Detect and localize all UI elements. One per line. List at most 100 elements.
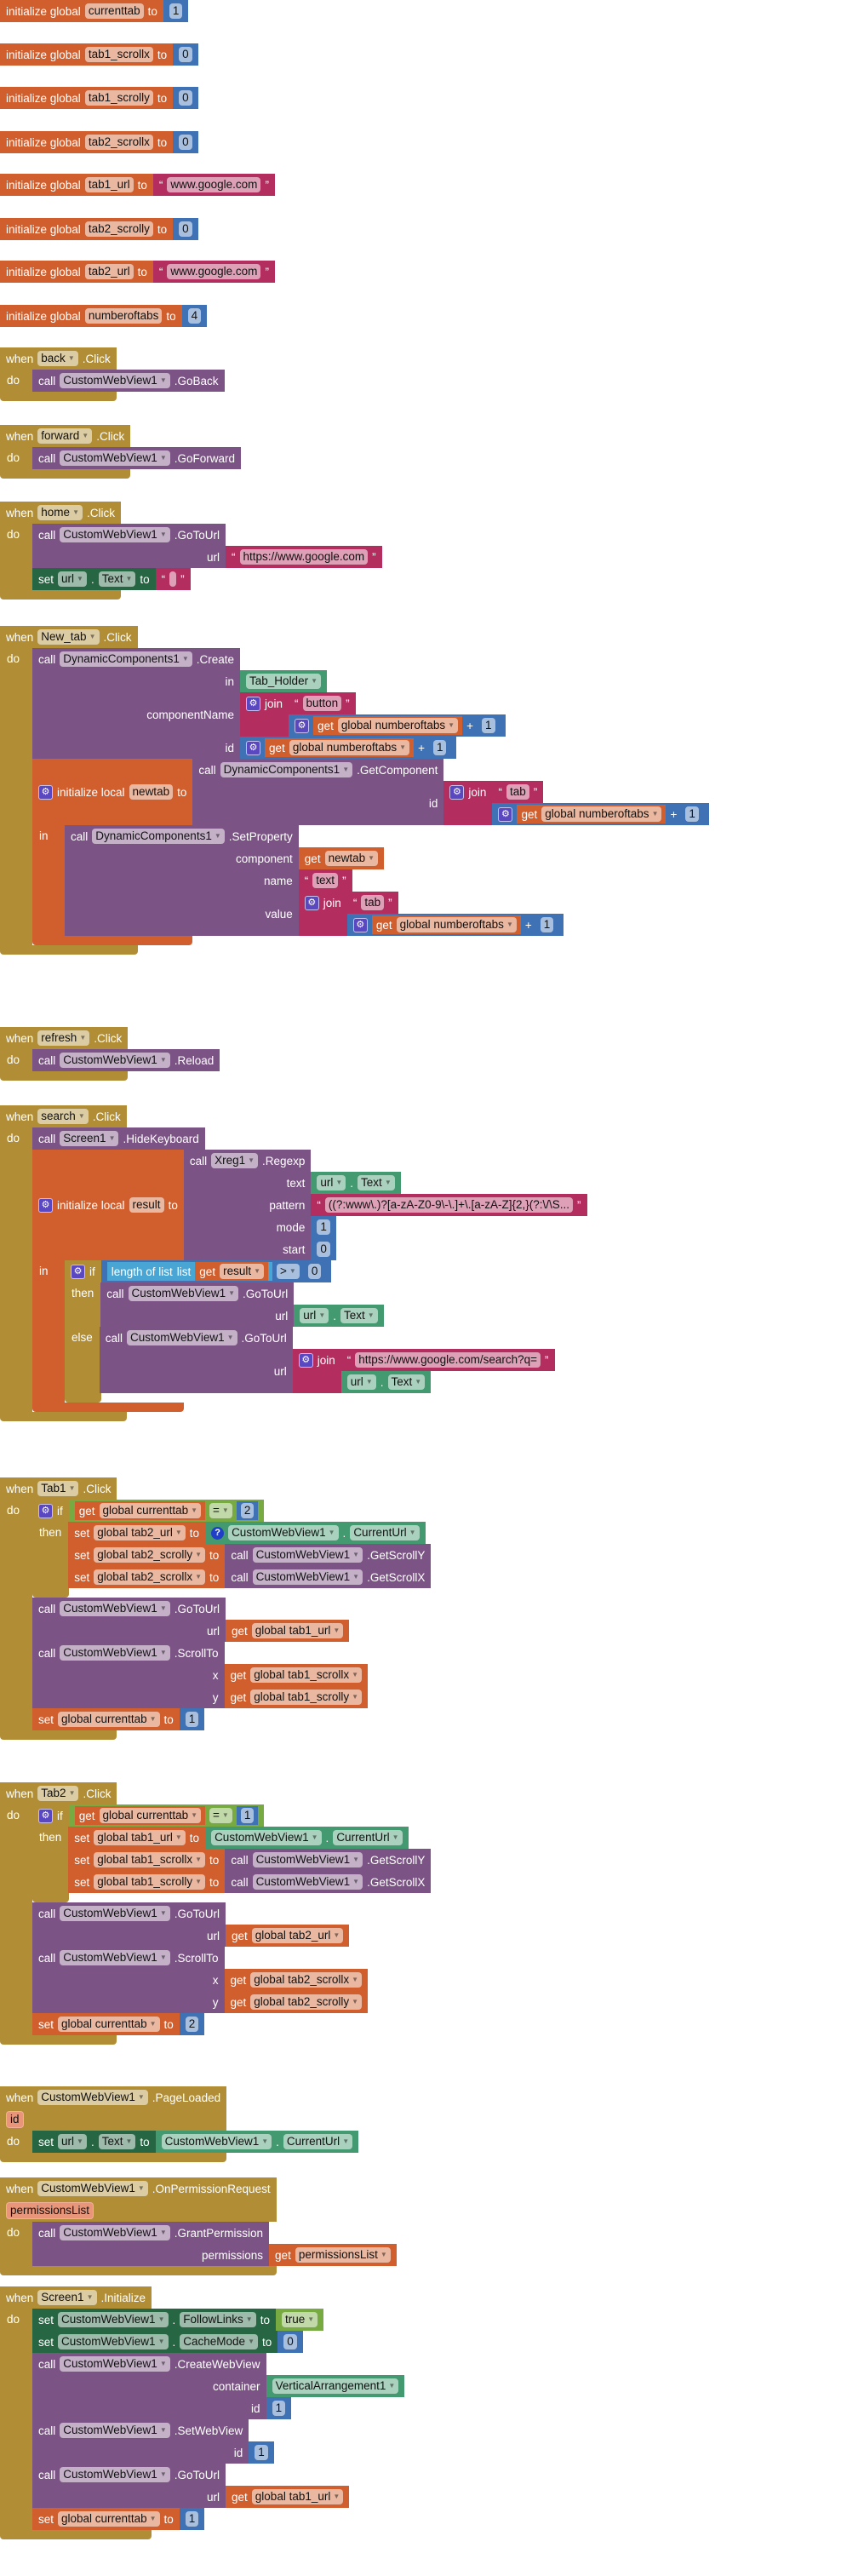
dropdown-field[interactable]: CustomWebView1▼	[37, 2181, 148, 2196]
dropdown-field[interactable]: permissionsList▼	[295, 2247, 391, 2263]
dropdown-field[interactable]: CustomWebView1▼	[37, 2090, 148, 2105]
dropdown-field[interactable]: DynamicComponents1▼	[220, 762, 353, 777]
math-block[interactable]: 4	[181, 305, 208, 327]
dropdown-field[interactable]: FollowLinks▼	[180, 2312, 256, 2327]
dropdown-field[interactable]: Text▼	[387, 1374, 426, 1390]
dropdown-field[interactable]: global numberoftabs▼	[337, 718, 459, 733]
math-block[interactable]: 1	[249, 2441, 274, 2464]
gear-icon[interactable]: ⚙	[71, 1264, 85, 1279]
text-block[interactable]: “https://www.google.com”	[226, 546, 382, 568]
dropdown-field[interactable]: Tab_Holder▼	[246, 674, 321, 689]
text-block[interactable]: “text”	[298, 869, 352, 892]
dropdown-field[interactable]: global tab2_url▼	[94, 1525, 186, 1540]
gear-icon[interactable]: ⚙	[498, 806, 513, 822]
dropdown-field[interactable]: global tab1_url▼	[94, 1830, 186, 1845]
dropdown-field[interactable]: global currenttab▼	[99, 1503, 202, 1518]
dropdown-field[interactable]: Text▼	[98, 2134, 136, 2149]
gear-icon[interactable]: ⚙	[38, 1503, 53, 1518]
dropdown-field[interactable]: global tab2_url▼	[251, 1928, 344, 1943]
text-field[interactable]: text	[312, 873, 339, 888]
dropdown-field[interactable]: forward▼	[37, 428, 93, 444]
dropdown-field[interactable]: global numberoftabs▼	[289, 740, 410, 755]
text-field[interactable]: 1	[169, 3, 183, 19]
math-block[interactable]: 0	[173, 131, 198, 153]
dropdown-field[interactable]: global tab1_url▼	[251, 1623, 344, 1638]
dropdown-field[interactable]: Tab1▼	[37, 1481, 79, 1496]
dropdown-field[interactable]: url▼	[300, 1308, 329, 1323]
dropdown-field[interactable]: url▼	[317, 1175, 346, 1190]
text-field[interactable]: tab2_scrollx	[84, 135, 153, 150]
math-block[interactable]: 0	[173, 218, 198, 240]
text-field[interactable]: currenttab	[84, 3, 144, 19]
dropdown-field[interactable]: CurrentUrl▼	[283, 2134, 353, 2149]
text-field[interactable]: 1	[185, 1712, 199, 1727]
dropdown-field[interactable]: result▼	[220, 1264, 265, 1279]
gear-icon[interactable]: ⚙	[38, 784, 53, 800]
gear-icon[interactable]: ⚙	[38, 1197, 53, 1213]
text-field[interactable]: tab1_scrolly	[84, 90, 153, 106]
dropdown-field[interactable]: CustomWebView1▼	[60, 373, 170, 388]
dropdown-field[interactable]: global tab1_scrolly▼	[94, 1874, 206, 1890]
text-field[interactable]: 1	[240, 1808, 255, 1823]
dropdown-field[interactable]: back▼	[37, 351, 78, 366]
math-block[interactable]: 1	[163, 0, 189, 22]
component-getter-block[interactable]: url▼.Text▼	[294, 1305, 384, 1327]
text-block[interactable]: “tab”	[492, 781, 544, 803]
text-field[interactable]: 4	[187, 308, 202, 324]
math-block[interactable]: 0	[277, 2331, 303, 2353]
text-field[interactable]: button	[302, 696, 342, 711]
text-field[interactable]: www.google.com	[167, 264, 261, 279]
dropdown-field[interactable]: refresh▼	[37, 1030, 90, 1046]
dropdown-field[interactable]: CustomWebView1▼	[58, 2312, 169, 2327]
dropdown-field[interactable]: CustomWebView1▼	[252, 1874, 363, 1890]
dropdown-field[interactable]: CustomWebView1▼	[60, 2467, 170, 2482]
dropdown-field[interactable]: CustomWebView1▼	[60, 1645, 170, 1661]
text-block[interactable]: “https://www.google.com/search?q=”	[340, 1349, 555, 1371]
text-field[interactable]: newtab	[129, 784, 174, 800]
text-field[interactable]: 0	[179, 135, 192, 150]
dropdown-field[interactable]: url▼	[58, 2134, 87, 2149]
dropdown-field[interactable]: CacheMode▼	[180, 2334, 258, 2349]
text-field[interactable]: 1	[185, 2511, 199, 2527]
dropdown-field[interactable]: global tab2_scrollx▼	[94, 1569, 206, 1585]
gear-icon[interactable]: ⚙	[352, 917, 368, 932]
text-field[interactable]: tab1_url	[84, 177, 134, 192]
dropdown-field[interactable]: CustomWebView1▼	[60, 527, 170, 542]
text-field[interactable]: https://www.google.com/search?q=	[355, 1352, 541, 1368]
math-block[interactable]: 2	[236, 1501, 259, 1520]
dropdown-field[interactable]: Xreg1▼	[211, 1153, 259, 1168]
